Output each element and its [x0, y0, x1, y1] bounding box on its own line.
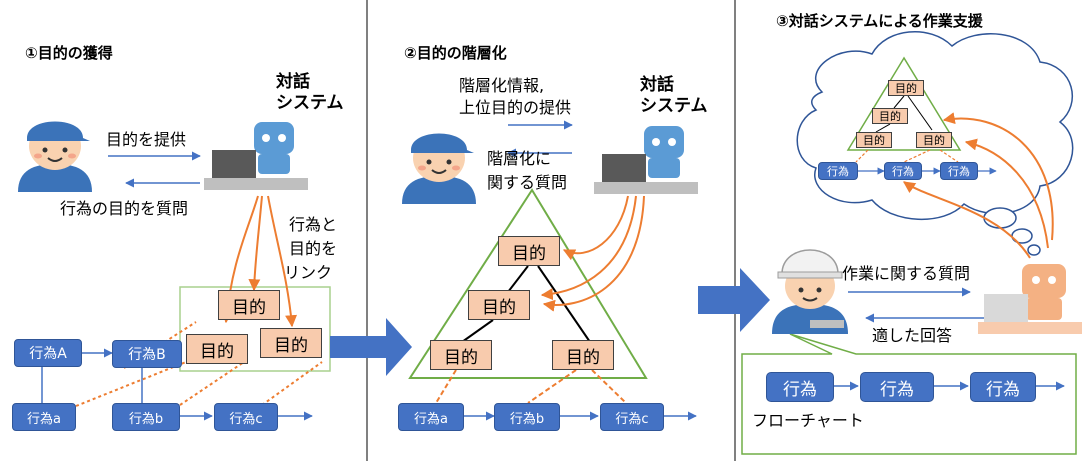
thought-cloud [796, 30, 1074, 256]
link-label-2: 目的を [289, 239, 338, 258]
flow-action-box: 行為 [766, 372, 834, 402]
answer-label: 適した回答 [872, 326, 953, 345]
system-label-2a: 対話 [640, 75, 674, 95]
goal-box: 目的 [430, 340, 492, 370]
info-label-1: 階層化情報, [459, 76, 545, 95]
goal-box: 目的 [552, 340, 614, 370]
robot-icon-2 [594, 126, 698, 194]
action-box-small: 行為 [884, 162, 922, 180]
robot-icon-3 [978, 264, 1082, 334]
panel2-title: ②目的の階層化 [404, 44, 507, 62]
hierarchy-triangle [408, 188, 648, 379]
flow-action-box: 行為 [970, 372, 1036, 402]
system-label-1b: システム [276, 93, 344, 113]
action-box: 行為a [12, 403, 76, 431]
goal-box: 目的 [186, 334, 248, 364]
action-box: 行為a [398, 403, 464, 431]
info-label-2: 上位目的の提供 [459, 98, 572, 117]
question-label-1: 階層化に [487, 149, 552, 168]
goal-box-small: 目的 [856, 132, 892, 148]
link-label-1: 行為と [289, 215, 338, 234]
link-label-3: リンク [284, 263, 333, 282]
work-question-label: 作業に関する質問 [842, 264, 971, 283]
helmet-worker-icon [772, 249, 848, 334]
flowchart-frame [741, 333, 1077, 455]
action-box: 行為A [14, 339, 82, 367]
panel1-title: ①目的の獲得 [25, 44, 113, 62]
ask-goal-label: 行為の目的を質問 [60, 199, 189, 218]
action-box: 行為c [214, 403, 278, 431]
goal-box: 目的 [260, 328, 322, 358]
worker-icon [18, 121, 92, 192]
goal-box-small: 目的 [916, 132, 952, 148]
question-label-2: 関する質問 [487, 173, 568, 192]
flow-action-box: 行為 [860, 372, 934, 402]
flowchart-label: フローチャート [752, 411, 864, 430]
link-arrow-3 [267, 195, 298, 328]
action-box-small: 行為 [940, 162, 978, 180]
transition-arrow-1 [330, 318, 412, 376]
goal-box-small: 目的 [872, 108, 908, 124]
system-label-1a: 対話 [276, 72, 310, 92]
worker-icon-2 [402, 133, 476, 204]
goal-box-small: 目的 [888, 80, 924, 96]
panel3-title: ③対話システムによる作業支援 [776, 12, 983, 30]
action-box: 行為B [112, 340, 182, 368]
action-box-small: 行為 [818, 162, 858, 180]
system-label-2b: システム [640, 96, 708, 116]
action-box: 行為b [494, 403, 560, 431]
goal-box: 目的 [218, 290, 280, 320]
goal-box: 目的 [498, 236, 560, 266]
action-box: 行為c [600, 403, 664, 431]
link-arrow-2 [248, 195, 263, 292]
provide-goal-label: 目的を提供 [106, 130, 187, 149]
transition-arrow-2 [698, 268, 770, 332]
action-box: 行為b [112, 403, 180, 431]
robot-icon [204, 122, 308, 190]
goal-box: 目的 [468, 290, 530, 320]
